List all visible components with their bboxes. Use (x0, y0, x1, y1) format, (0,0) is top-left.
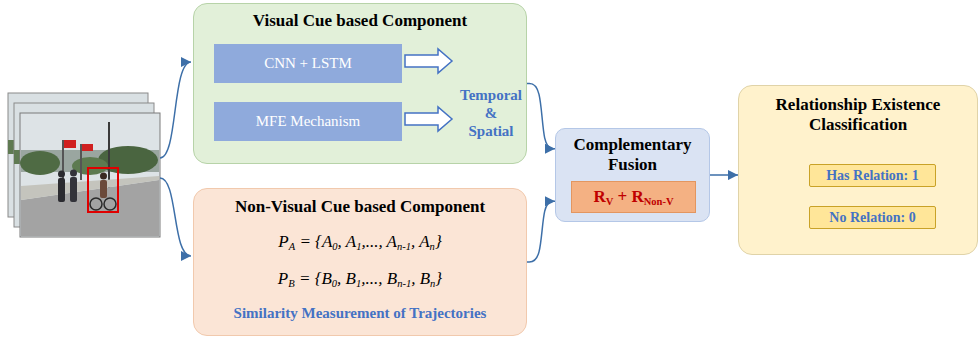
classification-panel: Relationship Existence ClassificationHas… (738, 85, 978, 255)
node-text: Has Relation: 1 (826, 168, 919, 184)
node-text: Relationship Existence Classification (739, 86, 977, 135)
process-box: MFE Mechanism (214, 102, 402, 141)
aspect-label: Spatial (456, 122, 526, 140)
aspect-label: Temporal (456, 86, 526, 104)
formula-box: RV + RNon-V (571, 181, 696, 213)
pedestrian (70, 177, 77, 202)
input-arrow (160, 178, 191, 256)
block-arrow (405, 49, 452, 73)
bicycle-wheel (90, 198, 102, 210)
node-text: Visual Cue based Component (194, 4, 526, 31)
node-text: RV + RNon-V (593, 187, 673, 207)
node-text: CNN + LSTM (264, 55, 352, 72)
sidewalk (21, 176, 159, 200)
block-arrow (405, 107, 452, 131)
cyclist-head (100, 173, 107, 180)
front-frame (20, 113, 160, 237)
fusion-panel: Complementary Fusion RV + RNon-V (555, 128, 710, 222)
tree (72, 157, 108, 175)
node-text: Complementary Fusion (556, 129, 709, 175)
pedestrian-head (58, 171, 65, 178)
aspect-label: & (456, 104, 526, 122)
class-box: Has Relation: 1 (809, 164, 936, 187)
flag-pole (80, 144, 82, 180)
node-text: Non-Visual Cue based Component (235, 197, 485, 217)
input-arrow (160, 62, 191, 158)
node-body-text: PA = {A0, A1,..., An-1, An} (278, 229, 441, 255)
flow-arrow (527, 84, 555, 149)
node-body-text: Similarity Measurement of Trajectories (234, 304, 487, 323)
process-box: CNN + LSTM (214, 44, 402, 83)
node-text: MFE Mechanism (256, 113, 361, 130)
pedestrian-head (70, 170, 77, 177)
class-box: No Relation: 0 (809, 206, 936, 229)
flag (64, 140, 76, 148)
node-body-text: PB = {B0, B1,..., Bn-1, Bn} (278, 266, 442, 292)
video-frames (8, 93, 160, 237)
detection-box (88, 168, 118, 212)
pedestrian (58, 178, 65, 202)
flow-arrow (527, 201, 555, 262)
component-panel: Non-Visual Cue based Component PA = {A0, … (193, 188, 527, 336)
flag (82, 144, 93, 151)
cyclist (100, 180, 107, 198)
component-panel: Visual Cue based ComponentCNN + LSTM MFE … (193, 3, 527, 164)
node-text: No Relation: 0 (829, 210, 915, 226)
tree (20, 151, 60, 175)
bicycle-wheel (104, 198, 116, 210)
tree (98, 146, 158, 174)
flow-arrow (710, 174, 738, 176)
